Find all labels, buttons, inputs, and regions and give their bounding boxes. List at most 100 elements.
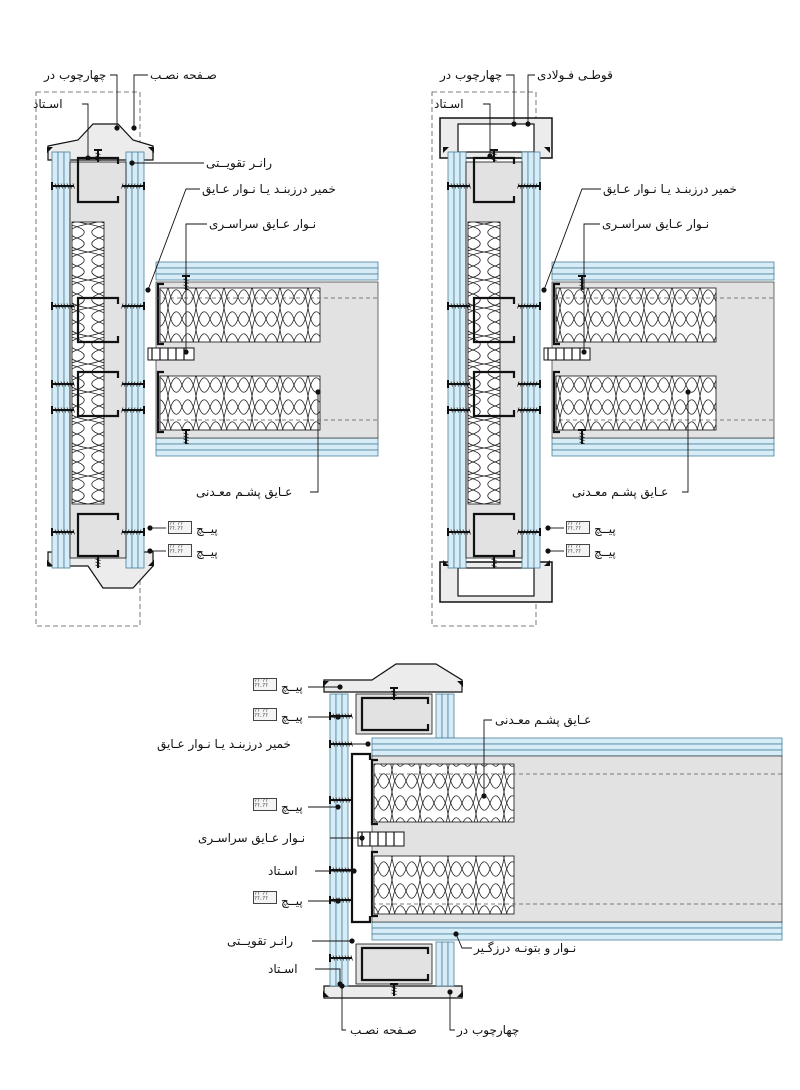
leader-dot-icon	[351, 868, 357, 874]
stud-profile	[76, 512, 120, 558]
leader-dot-icon	[335, 898, 341, 904]
stud-profile	[472, 156, 516, 204]
gypsum-board-layer	[57, 151, 65, 569]
leader-dot-icon	[359, 835, 365, 841]
leader-dot-icon	[85, 155, 91, 161]
sealant-mark	[323, 991, 329, 997]
sealant-mark	[443, 147, 449, 153]
leader-line	[133, 74, 148, 128]
gypsum-board-layer	[447, 693, 455, 739]
branch-board-bottom	[371, 927, 783, 935]
label-c-tape-putty: نـوار و بتونـه درزگـير	[474, 941, 577, 955]
mineral-wool-branch-lower	[555, 375, 717, 431]
screw-callout-icon: ?? ????.??	[566, 544, 590, 557]
stud-cavity-top	[355, 693, 433, 735]
branch-stud	[370, 850, 378, 918]
label-c-continuous-tape: نـوار عـايق سراسـری	[198, 831, 306, 845]
leader-line	[310, 392, 319, 493]
gypsum-board-layer	[441, 693, 449, 739]
gypsum-board-layer	[341, 693, 349, 987]
detail-c-wall-junction	[323, 663, 783, 999]
screw-icon	[329, 866, 353, 874]
steel-box-inner-bottom	[457, 567, 535, 597]
sealant-mark	[323, 681, 329, 687]
sealant-mark	[47, 560, 53, 566]
branch-board-top	[371, 743, 783, 751]
label-b-mineral-wool: عـايق پشـم معـدنی	[572, 485, 669, 499]
stud-cavity-bottom	[355, 943, 433, 985]
leader-dot-icon	[511, 121, 517, 127]
screw-callout-icon: ?? ????.??	[253, 891, 277, 904]
label-c-door-frame: چهارچوب در	[457, 1023, 520, 1037]
gypsum-board-layer	[521, 151, 529, 569]
leader-dot-icon	[114, 125, 120, 131]
label-b-sealant: خمير درزبنـد يـا نـوار عـايق	[603, 182, 737, 196]
label-a-reinforcing-runner: رانـر تقويــتی	[206, 156, 273, 170]
label-b-screw-1: پيــچ	[594, 522, 616, 536]
leader-line	[185, 223, 207, 352]
leader-dot-icon	[335, 714, 341, 720]
label-c-reinforcing-runner: رانـر تقويــتی	[227, 934, 294, 948]
stud-profile	[360, 696, 430, 732]
gypsum-board-layer	[329, 693, 337, 987]
branch-board-top	[371, 737, 783, 745]
screw-callout-icon: ?? ????.??	[168, 544, 192, 557]
leader-dot-icon	[447, 989, 453, 995]
mineral-wool-lower	[373, 855, 515, 915]
screw-icon	[329, 796, 353, 804]
label-a-screw-1: پيــچ	[196, 522, 218, 536]
sealant-mark	[443, 560, 449, 566]
branch-board-bottom	[551, 449, 775, 457]
leader-dot-icon	[183, 349, 189, 355]
screw-icon	[121, 380, 145, 388]
leader-line	[82, 103, 89, 158]
leader-line	[527, 74, 535, 124]
detail-a-wall-junction	[35, 91, 379, 627]
steel-box-inner-top	[457, 123, 535, 153]
leader-dot-icon	[685, 389, 691, 395]
leader-line	[315, 968, 341, 984]
stud-profile	[472, 512, 516, 558]
door-frame-top	[323, 663, 463, 693]
gypsum-board-layer	[447, 941, 455, 987]
screw-icon	[447, 302, 471, 310]
leader-dot-icon	[335, 804, 341, 810]
screw-icon	[329, 896, 353, 904]
screw-icon	[447, 182, 471, 190]
stud-profile	[360, 946, 430, 982]
leader-line	[147, 188, 200, 291]
leader-dot-icon	[545, 548, 551, 554]
screw-callout-icon: ?? ????.??	[253, 798, 277, 811]
mineral-wool-upper	[373, 763, 515, 823]
branch-board-bottom	[155, 443, 379, 451]
leader-dot-icon	[147, 525, 153, 531]
sealant-mark	[457, 681, 463, 687]
screw-icon	[94, 555, 102, 568]
gypsum-board-layer	[447, 151, 455, 569]
branch-board-top	[371, 749, 783, 757]
label-c-screw-2: پيــچ	[281, 710, 303, 724]
label-a-screw-2: پيــچ	[196, 545, 218, 559]
leader-line	[682, 392, 689, 493]
screw-icon	[329, 712, 353, 720]
label-c-stud-1: اسـتاد	[268, 864, 298, 878]
sealant-mark	[148, 560, 154, 566]
mineral-wool-branch-lower	[159, 375, 321, 431]
stud-profile	[76, 370, 120, 418]
sealant-mark	[148, 147, 154, 153]
branch-stud	[552, 282, 560, 346]
screw-icon	[390, 687, 398, 700]
door-frame-top	[47, 123, 154, 161]
gypsum-board-layer	[435, 693, 443, 739]
mineral-wool-branch-upper	[159, 287, 321, 343]
leader-dot-icon	[453, 931, 459, 937]
label-c-screw-4: پيــچ	[281, 894, 303, 908]
screw-icon	[517, 182, 541, 190]
screw-icon	[182, 429, 190, 444]
screw-icon	[121, 528, 145, 536]
leader-dot-icon	[315, 389, 321, 395]
screw-callout-icon: ?? ????.??	[168, 521, 192, 534]
screw-callout-icon: ?? ????.??	[566, 521, 590, 534]
gypsum-board-layer	[459, 151, 467, 569]
